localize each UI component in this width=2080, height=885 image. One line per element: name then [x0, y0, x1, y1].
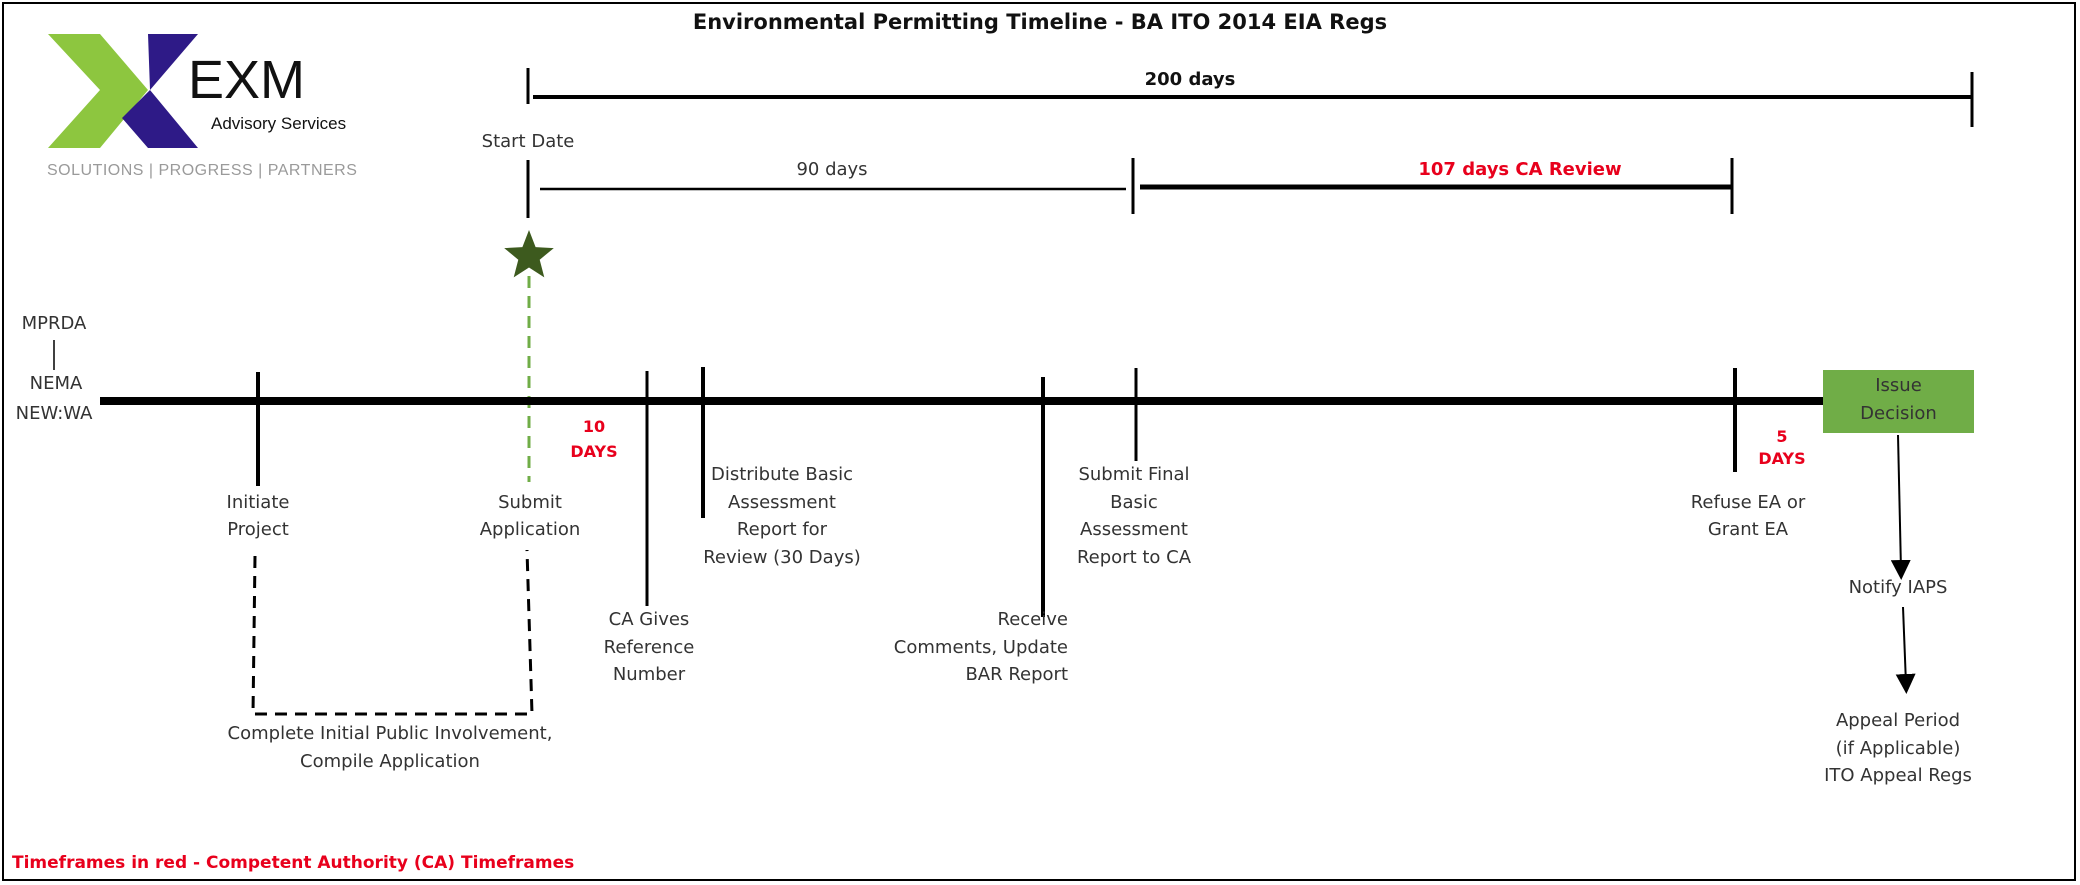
start-star-icon [504, 230, 554, 278]
milestone-submit-final-line1: Submit Final [1078, 464, 1190, 485]
legislation-mprda: MPRDA [21, 313, 87, 334]
milestone-submit-line2: Application [479, 519, 581, 540]
milestone-appeal-line2: (if Applicable) [1835, 738, 1961, 759]
milestone-issue-line1: Issue [1875, 375, 1922, 396]
milestone-notify: Notify IAPS [1848, 577, 1948, 598]
public-involvement-line1: Complete Initial Public Involvement, [227, 723, 553, 744]
ca-timeframe-10: 10 [582, 417, 606, 436]
legislation-nema: NEMA [29, 373, 83, 394]
ca-timeframe-5: 5 [1776, 427, 1788, 446]
milestone-distribute-line2: Assessment [728, 492, 836, 513]
milestone-issue-line2: Decision [1860, 403, 1937, 424]
logo-green-chevron [48, 34, 148, 148]
public-involvement-bracket [251, 549, 534, 716]
milestone-distribute-line3: Report for [736, 519, 828, 540]
milestone-appeal-line3: ITO Appeal Regs [1824, 765, 1972, 786]
logo-tagline: SOLUTIONS | PROGRESS | PARTNERS [47, 162, 358, 179]
legislation-newwa: NEW:WA [15, 403, 93, 424]
duration-200-days: 200 days [1144, 69, 1236, 90]
logo-subtitle: Advisory Services [211, 114, 347, 133]
arrow-to-notify [1890, 434, 1911, 580]
arrow-to-appeal [1895, 606, 1916, 694]
milestone-receive-line2: Comments, Update [893, 637, 1068, 658]
milestone-submit-final-line2: Basic [1110, 492, 1158, 513]
ca-timeframe-10-unit: DAYS [570, 442, 618, 461]
milestone-receive-line3: BAR Report [965, 664, 1068, 685]
milestone-submit-final-line3: Assessment [1080, 519, 1188, 540]
milestone-submit-line1: Submit [498, 492, 562, 513]
duration-107-days: 107 days CA Review [1418, 159, 1622, 180]
logo-purple-chevron [122, 34, 198, 148]
milestone-distribute-line1: Distribute Basic [710, 464, 854, 485]
duration-90-days: 90 days [796, 159, 868, 180]
milestone-appeal-line1: Appeal Period [1835, 710, 1961, 731]
milestone-ca-ref-line3: Number [612, 664, 686, 685]
milestone-ca-ref-line2: Reference [603, 637, 695, 658]
footnote: Timeframes in red - Competent Authority … [12, 853, 575, 873]
ca-timeframe-5-unit: DAYS [1758, 449, 1806, 468]
milestone-ca-ref-line1: CA Gives [608, 609, 690, 630]
milestone-distribute-line4: Review (30 Days) [703, 547, 861, 568]
issue-decision-box [1823, 370, 1974, 433]
milestone-submit-final-line4: Report to CA [1076, 547, 1192, 568]
diagram-title: Environmental Permitting Timeline - BA I… [692, 10, 1388, 34]
milestone-receive-line1: Receive [997, 609, 1068, 630]
milestone-refuse-line2: Grant EA [1707, 519, 1789, 540]
milestone-initiate-line2: Project [227, 519, 289, 540]
milestone-refuse-line1: Refuse EA or [1690, 492, 1806, 513]
milestone-initiate-line1: Initiate [226, 492, 290, 513]
start-date-label: Start Date [481, 131, 575, 152]
logo-name: EXM [188, 50, 306, 110]
public-involvement-line2: Compile Application [300, 751, 480, 772]
